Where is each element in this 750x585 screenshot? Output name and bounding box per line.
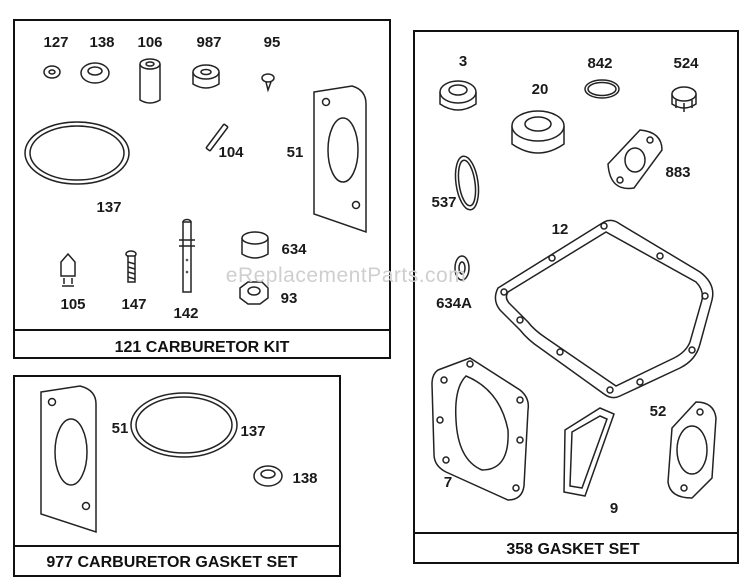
part-93-nut (239, 281, 269, 305)
label-105: 105 (60, 296, 85, 313)
label-537: 537 (431, 194, 456, 211)
part-127-washer (43, 65, 61, 79)
part-3-seal (439, 80, 477, 111)
label-7: 7 (444, 474, 452, 491)
part-51-gasket-plate (40, 385, 97, 534)
label-93: 93 (281, 290, 298, 307)
part-137-ring (24, 121, 130, 185)
part-987-bushing (192, 64, 220, 89)
label-138: 138 (292, 470, 317, 487)
label-3: 3 (459, 53, 467, 70)
part-12-bolt-holes (500, 222, 709, 394)
part-20-seal (511, 110, 565, 154)
label-634a: 634A (436, 295, 472, 312)
label-95: 95 (264, 34, 281, 51)
watermark: eReplacementParts.com (226, 264, 466, 287)
kit-358-caption: 358 GASKET SET (506, 541, 640, 558)
label-524: 524 (673, 55, 699, 72)
label-52: 52 (650, 403, 667, 420)
part-147-screw (125, 250, 137, 283)
label-987: 987 (196, 34, 221, 51)
part-634a-seal (454, 255, 470, 281)
label-51: 51 (287, 144, 304, 161)
part-138-seal (80, 62, 110, 84)
label-12: 12 (552, 221, 569, 238)
part-51-gasket-plate (313, 85, 367, 234)
kit-977-frame (13, 375, 341, 577)
label-9: 9 (610, 500, 618, 517)
kit-121-caption: 121 CARBURETOR KIT (115, 339, 290, 356)
kit-358-gasket-set: 358 GASKET SET (413, 30, 739, 564)
label-127: 127 (43, 34, 68, 51)
part-842-oring (584, 79, 620, 99)
part-12-crankcase-gasket (494, 219, 714, 399)
part-9-gasket (563, 407, 615, 497)
label-137: 137 (96, 199, 121, 216)
label-138: 138 (89, 34, 114, 51)
part-537-oring (454, 155, 480, 211)
part-104-pin (205, 123, 229, 152)
part-883-gasket (607, 129, 663, 190)
part-105-needle (60, 252, 76, 287)
kit-121-frame (13, 19, 391, 359)
part-138-seal (253, 465, 283, 487)
label-634: 634 (281, 241, 307, 258)
label-106: 106 (137, 34, 162, 51)
label-842: 842 (587, 55, 612, 72)
label-51: 51 (112, 420, 129, 437)
label-137: 137 (240, 423, 265, 440)
kit-977-caption: 977 CARBURETOR GASKET SET (46, 554, 298, 571)
part-142-tube (179, 218, 195, 293)
part-634-bushing (241, 231, 269, 259)
label-20: 20 (532, 81, 549, 98)
kit-977-carburetor-gasket-set: 977 CARBURETOR GASKET SET 51 137 138 (13, 375, 341, 577)
kit-358-frame (413, 30, 739, 564)
part-524-plug (671, 86, 697, 112)
part-7-head-gasket (431, 357, 530, 501)
label-883: 883 (665, 164, 690, 181)
part-95-screw (261, 73, 275, 93)
kit-121-carburetor: 121 CARBURETOR KIT (13, 19, 391, 359)
label-142: 142 (173, 305, 198, 322)
part-52-gasket (667, 401, 717, 499)
label-104: 104 (218, 144, 244, 161)
part-137-ring (130, 392, 238, 458)
part-106-sleeve (139, 58, 161, 104)
label-147: 147 (121, 296, 146, 313)
